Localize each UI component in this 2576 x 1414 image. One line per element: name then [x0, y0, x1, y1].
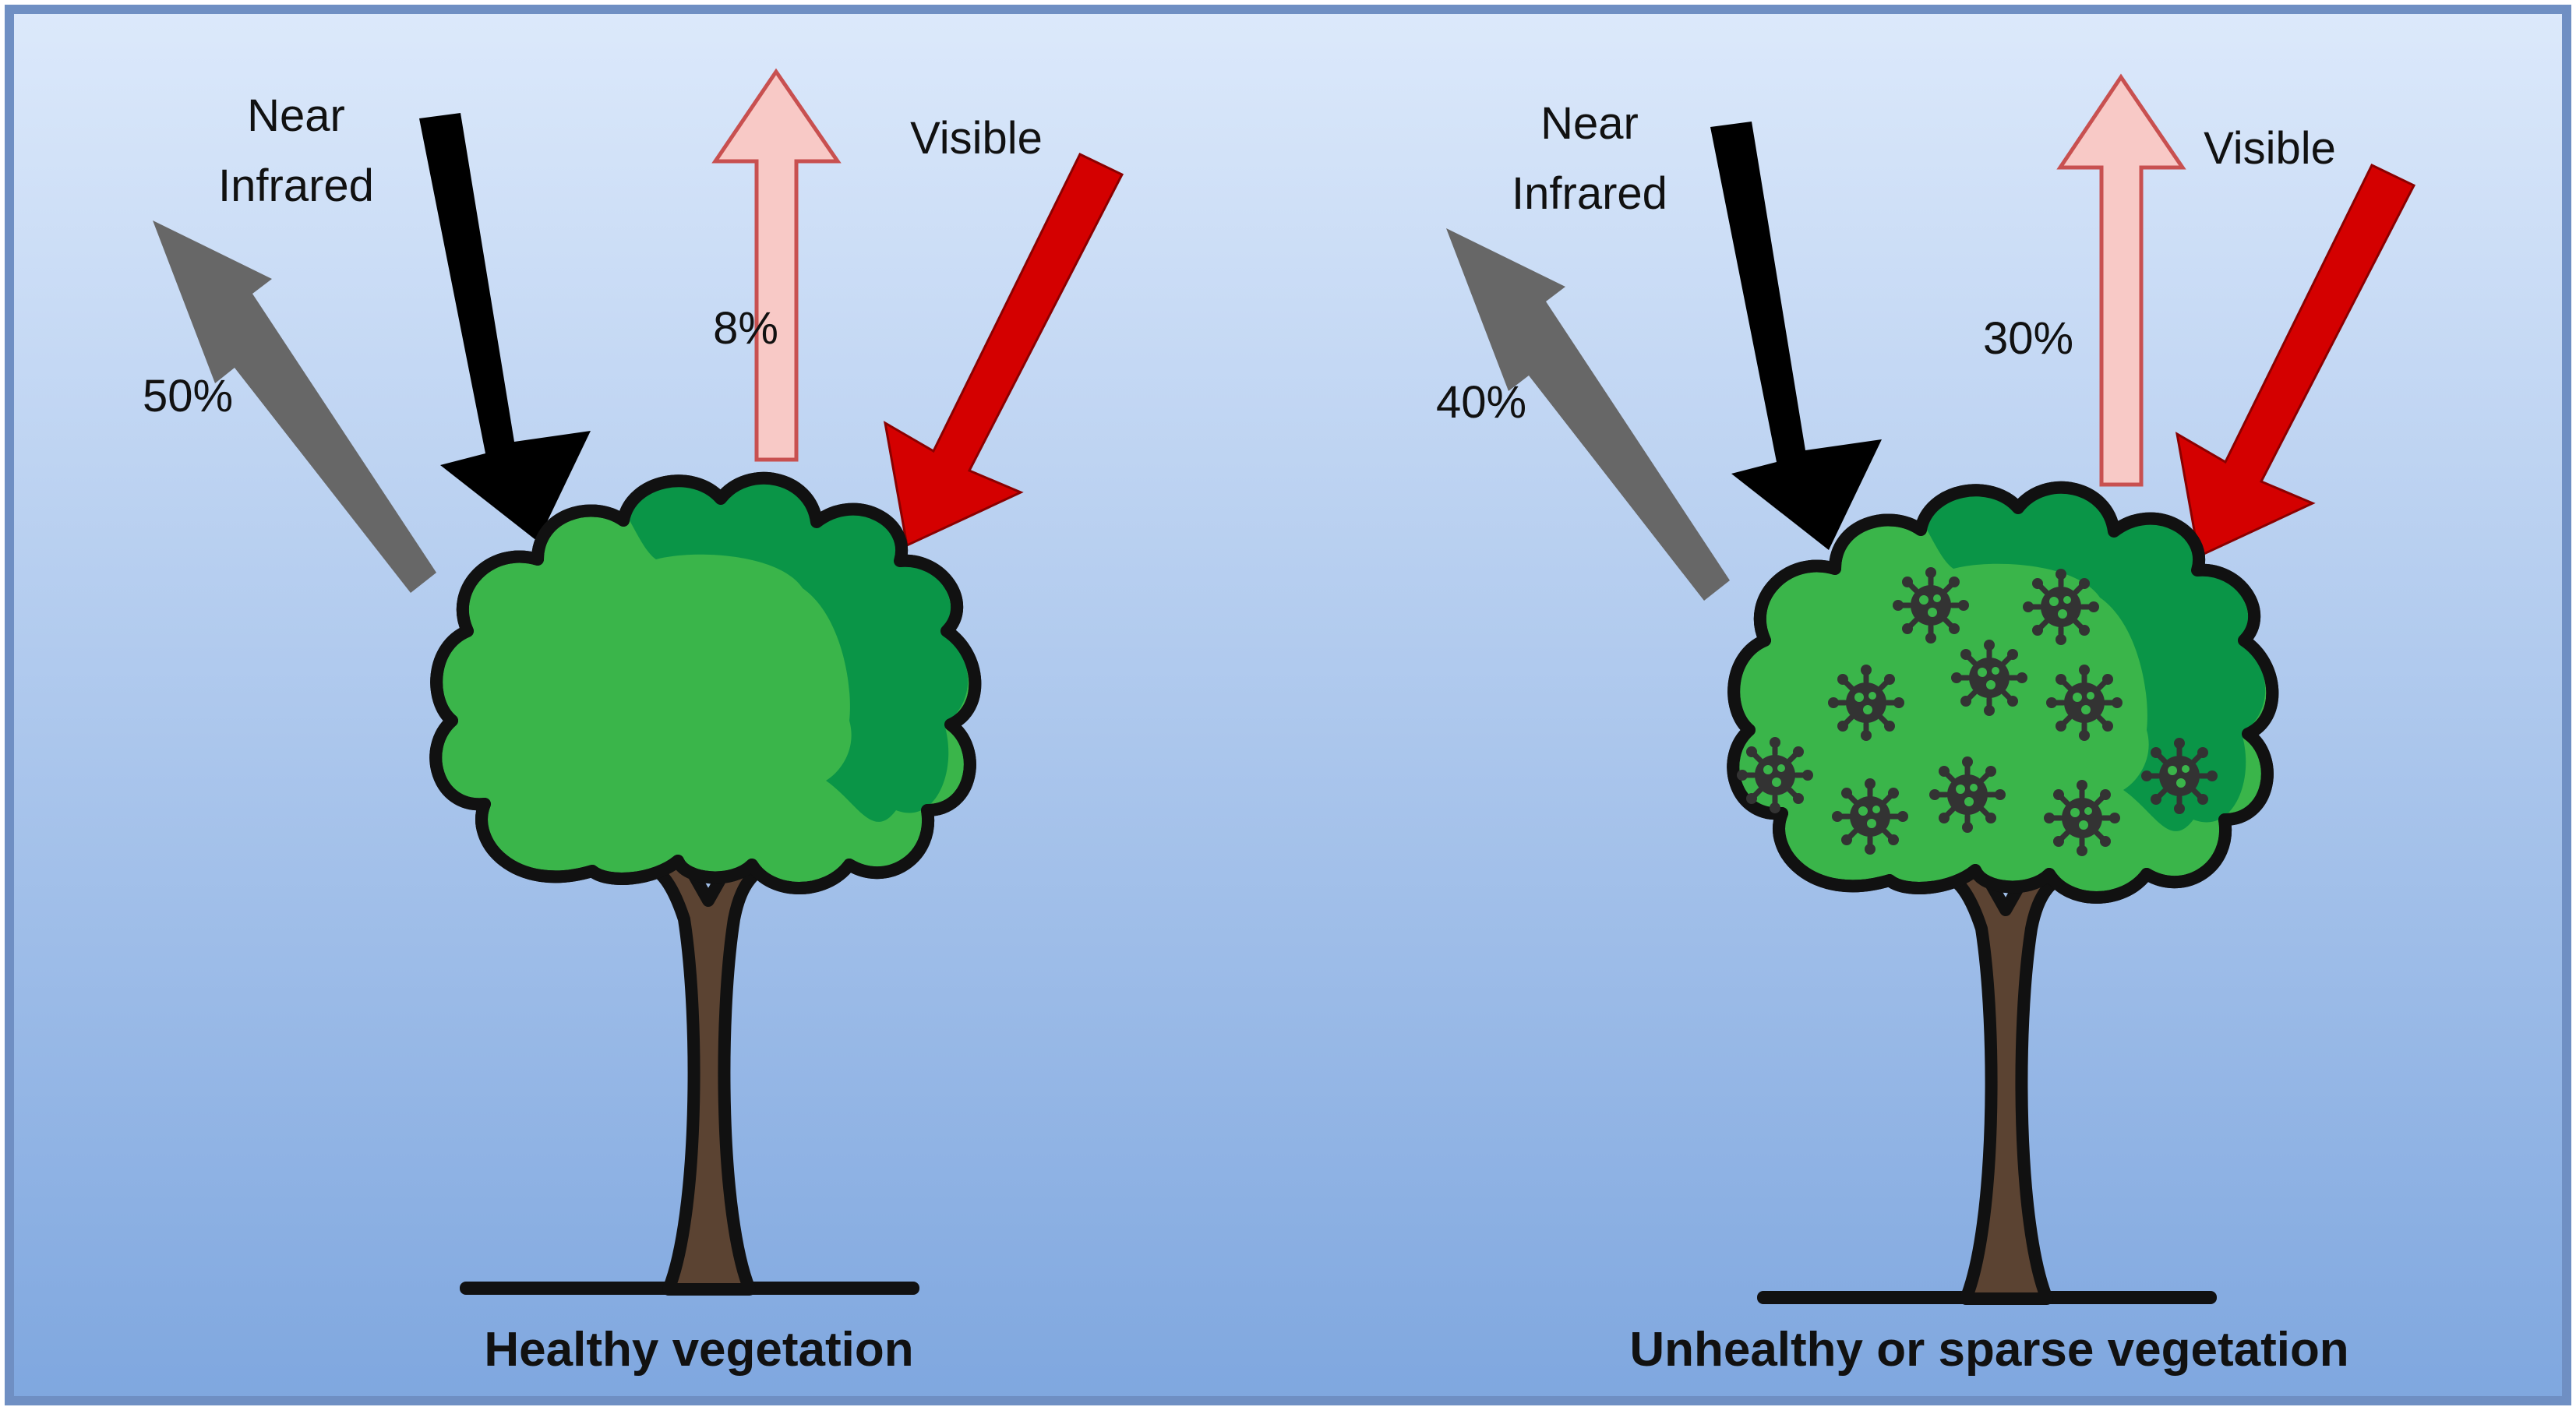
visible-label: Visible — [2204, 123, 2336, 174]
visible-reflected-percent: 8% — [713, 303, 778, 354]
virus-icon — [1737, 737, 1813, 813]
nir-incoming-arrow — [1710, 122, 1882, 550]
virus-icon — [1828, 665, 1904, 741]
nir-reflected-percent: 40% — [1436, 377, 1526, 428]
nir-reflected-percent: 50% — [143, 371, 233, 421]
visible-reflected-arrow — [2056, 73, 2186, 487]
virus-icon — [2046, 665, 2123, 741]
virus-icon — [1929, 756, 2006, 833]
visible-incoming-arrow — [883, 153, 1124, 548]
panel-unhealthy: Near Infrared 40% Visible 30% Unhealthy … — [1436, 73, 2416, 1377]
nir-label-line2: Infrared — [1512, 168, 1667, 219]
tree-healthy — [429, 471, 982, 1296]
panel-caption: Unhealthy or sparse vegetation — [1629, 1323, 2348, 1377]
virus-icon — [2141, 738, 2218, 814]
nir-incoming-arrow — [419, 113, 591, 541]
nir-reflected-arrow — [153, 220, 436, 593]
virus-icon — [1832, 778, 1908, 855]
nir-label-line2: Infrared — [218, 160, 374, 211]
visible-incoming-arrow — [2175, 164, 2416, 559]
virus-icon — [2023, 569, 2099, 645]
nir-reflected-arrow — [1446, 228, 1730, 601]
virus-icon — [1951, 640, 2027, 716]
panel-healthy: Near Infrared 50% Visible 8% Healthy veg… — [143, 68, 1124, 1377]
virus-icon — [1893, 567, 1969, 644]
virus-icon — [2044, 780, 2120, 856]
panel-caption: Healthy vegetation — [484, 1323, 913, 1377]
visible-label: Visible — [910, 113, 1043, 164]
nir-label-line1: Near — [1540, 98, 1639, 149]
nir-label-line1: Near — [247, 90, 345, 141]
visible-reflected-arrow — [711, 68, 842, 462]
text-labels: Near Infrared 50% Visible 8% Healthy veg… — [143, 90, 1043, 1377]
visible-reflected-percent: 30% — [1983, 313, 2073, 364]
text-labels: Near Infrared 40% Visible 30% Unhealthy … — [1436, 98, 2349, 1377]
